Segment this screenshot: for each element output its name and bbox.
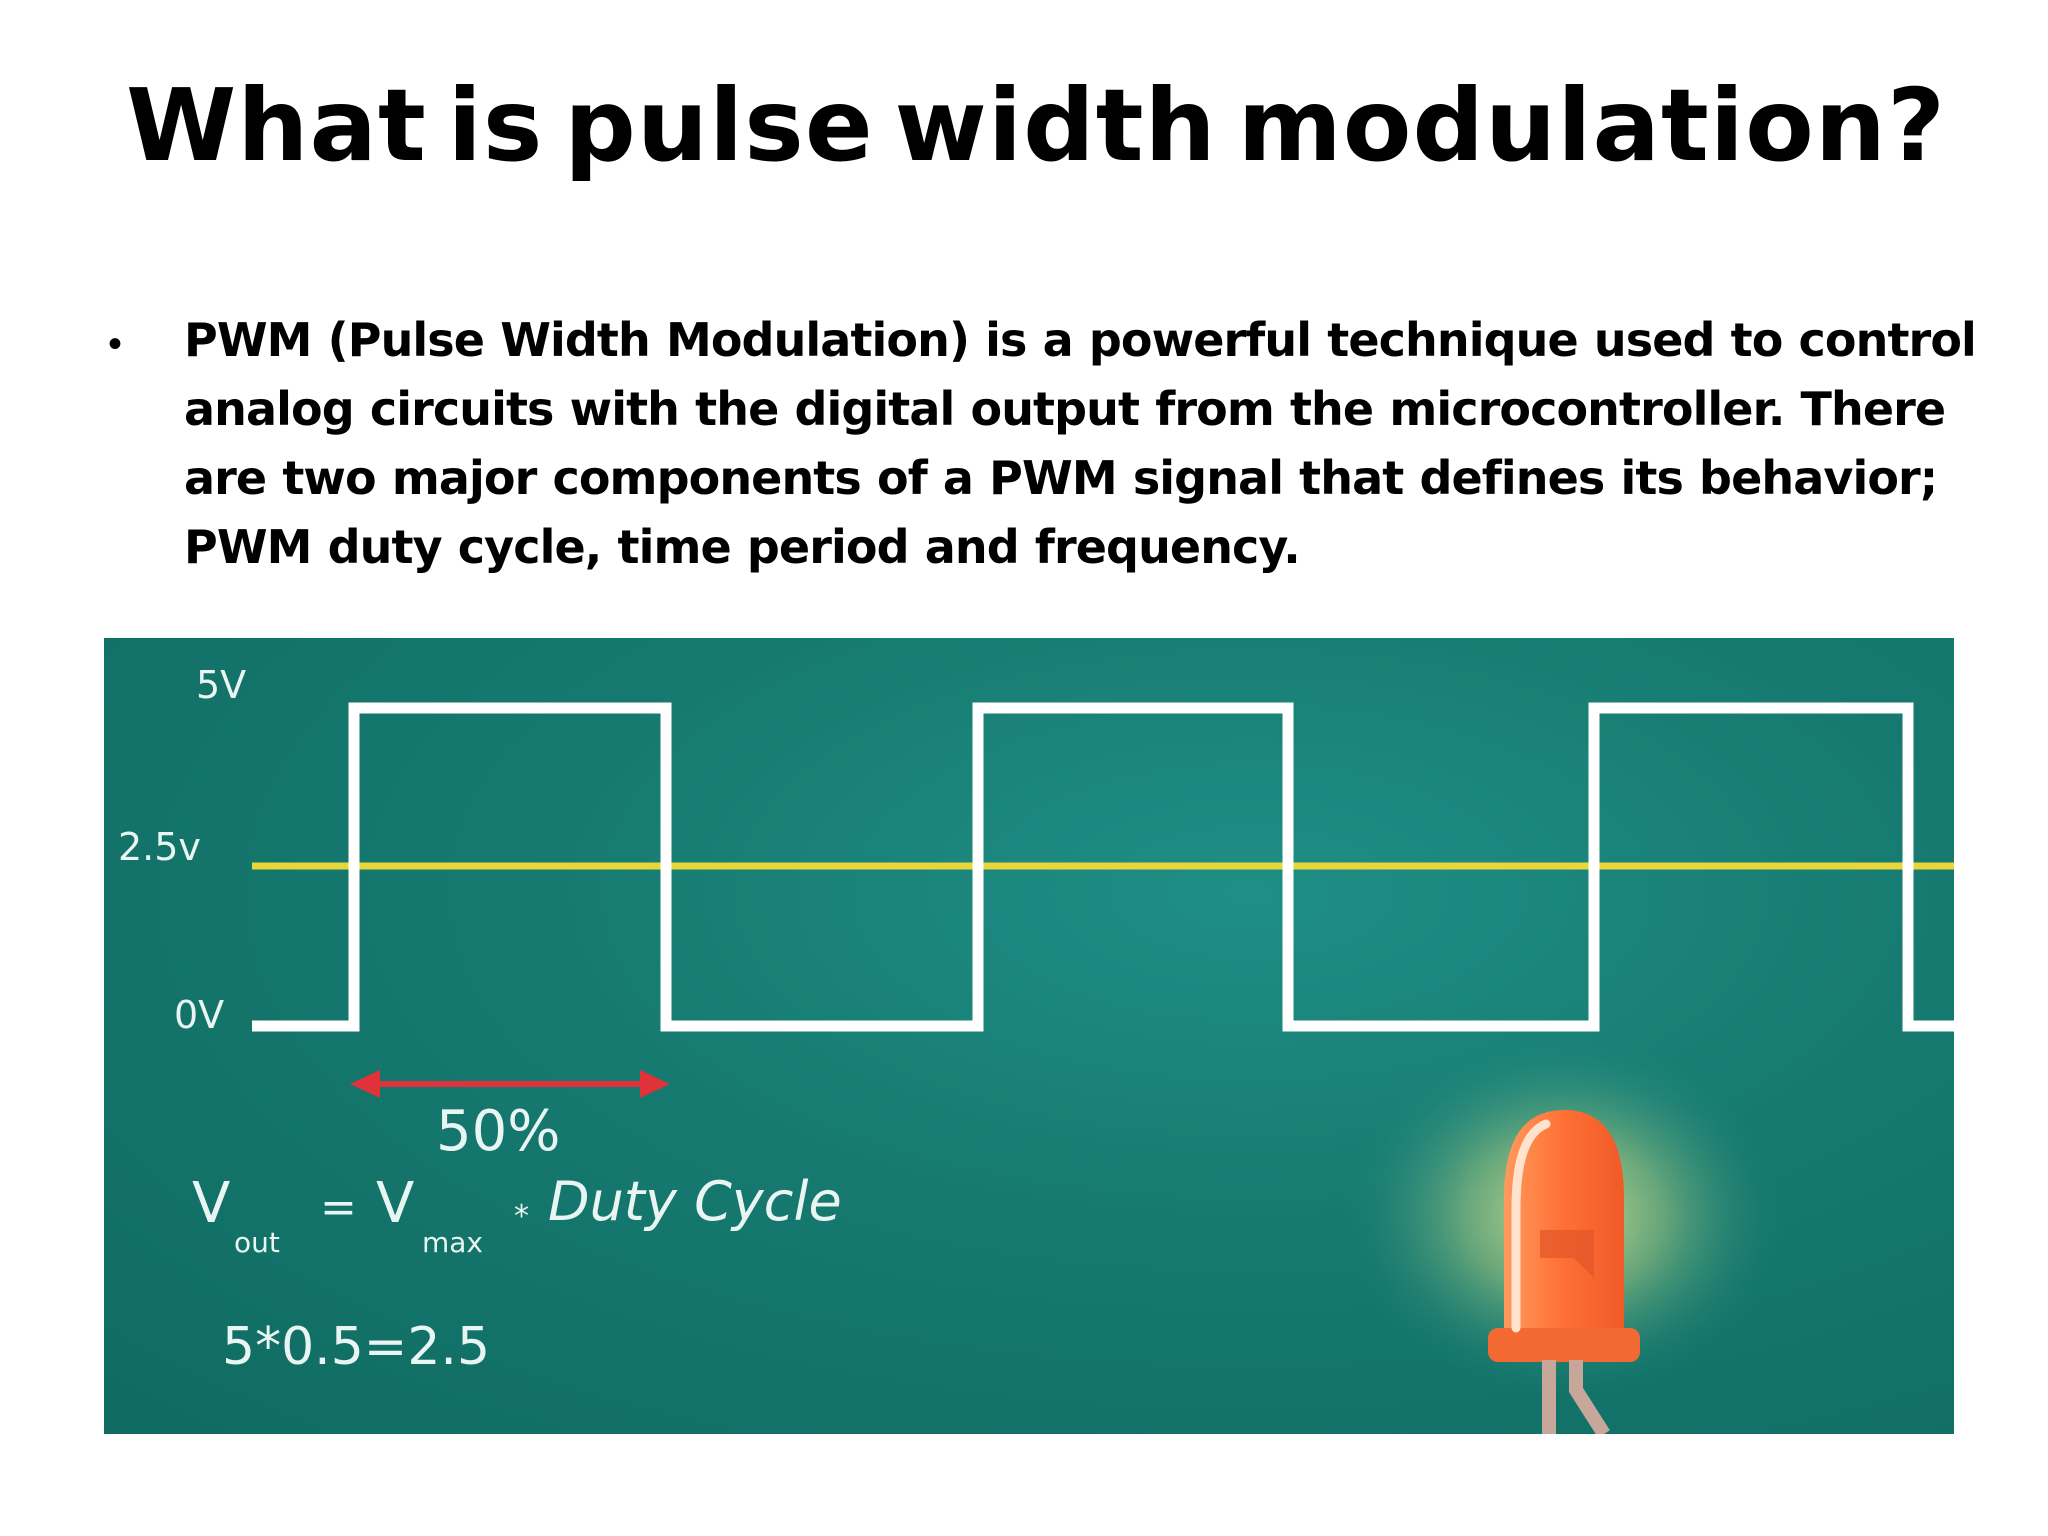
duty-cycle-label: 50%	[436, 1099, 560, 1164]
pwm-diagram-svg: 5V 2.5v 0V 50% V out = V max * Duty Cycl…	[118, 663, 1954, 1434]
bullet-dot-icon: •	[108, 322, 123, 366]
formula-sub-max: max	[422, 1226, 483, 1259]
title-word: What	[126, 67, 427, 184]
formula-duty-cycle: Duty Cycle	[548, 1170, 842, 1233]
pwm-diagram: 5V 2.5v 0V 50% V out = V max * Duty Cycl…	[104, 638, 1954, 1434]
calculation-text: 5*0.5=2.5	[222, 1317, 490, 1377]
formula-times: *	[514, 1199, 529, 1234]
title-word: pulse	[564, 67, 874, 184]
formula-equals: =	[320, 1182, 357, 1233]
led-icon	[1344, 1036, 1784, 1434]
arrow-left-head-icon	[350, 1070, 380, 1098]
formula-v-max: V	[376, 1171, 414, 1236]
pwm-square-wave	[252, 702, 1954, 1032]
title-word: modulation?	[1237, 67, 1946, 184]
label-0v: 0V	[174, 993, 224, 1037]
formula-sub-out: out	[234, 1226, 280, 1259]
label-2-5v: 2.5v	[118, 825, 201, 869]
slide-title: What is pulse width modulation?	[126, 66, 1946, 186]
arrow-right-head-icon	[640, 1070, 670, 1098]
title-word: is	[447, 67, 544, 184]
formula-v-out: V	[192, 1171, 230, 1236]
label-5v: 5V	[196, 663, 246, 707]
title-word: width	[894, 67, 1217, 184]
bullet-text: PWM (Pulse Width Modulation) is a powerf…	[184, 313, 1977, 574]
